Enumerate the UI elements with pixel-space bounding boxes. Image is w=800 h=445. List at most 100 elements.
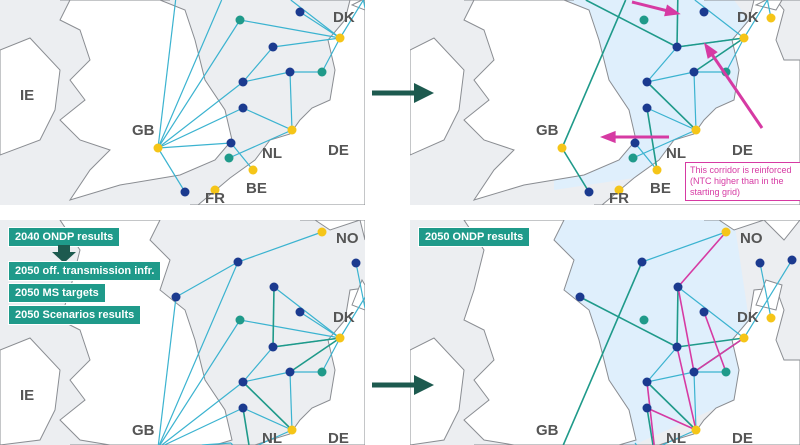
onshore-node — [317, 227, 327, 237]
hybrid-link-line — [676, 0, 679, 48]
hub-node — [755, 258, 765, 268]
interconnector-line — [242, 371, 291, 383]
interconnector-line — [694, 0, 745, 39]
hybrid-link-line — [242, 381, 293, 431]
interconnector-line — [646, 107, 697, 131]
next-step-arrow-bottom — [372, 375, 434, 395]
onshore-node — [210, 185, 220, 195]
country-label-be: BE — [246, 180, 267, 197]
interconnector-line — [646, 71, 695, 83]
hub-node — [642, 77, 652, 87]
teal-node — [639, 315, 649, 325]
onshore-node — [335, 33, 345, 43]
land-gb — [463, 220, 637, 445]
interconnector-line — [159, 319, 241, 445]
interconnector-line — [646, 346, 678, 383]
hub-node — [295, 307, 305, 317]
teal-node — [224, 153, 234, 163]
interconnector-line — [157, 142, 232, 149]
country-label-de: DE — [328, 430, 349, 445]
country-label-no: NO — [740, 230, 763, 247]
hybrid-link-line — [676, 37, 745, 48]
land-cont — [190, 287, 365, 445]
country-label-gb: GB — [132, 122, 155, 139]
hub-node — [285, 67, 295, 77]
hub-node — [689, 367, 699, 377]
interconnector-line — [299, 11, 341, 39]
onshore-node — [248, 165, 258, 175]
reinforced-corridor-line — [677, 286, 695, 373]
interconnector-line — [273, 286, 341, 339]
reinforcement-arrow — [631, 0, 673, 14]
hybrid-link-line — [693, 37, 745, 73]
arrowhead-icon — [600, 130, 616, 144]
interconnector-line — [362, 0, 365, 9]
hub-node — [637, 257, 647, 267]
interconnector-line — [242, 46, 274, 83]
interconnector-line — [677, 286, 745, 339]
onshore-node — [766, 313, 776, 323]
land-gb — [59, 0, 233, 201]
hybrid-link-line — [646, 107, 658, 171]
hub-node — [584, 187, 594, 197]
hybrid-link-line — [561, 147, 590, 193]
onshore-node — [739, 333, 749, 343]
hub-node — [269, 282, 279, 292]
hub-node — [238, 77, 248, 87]
onshore-node — [652, 165, 662, 175]
step-2050-ms-targets: 2050 MS targets — [8, 283, 106, 303]
hybrid-link-line — [579, 296, 678, 348]
hybrid-link-line — [562, 261, 643, 445]
land-ie — [0, 337, 61, 445]
onshore-node — [335, 333, 345, 343]
interconnector-line — [242, 71, 291, 83]
interconnector-line — [157, 19, 241, 149]
hybrid-link-line — [561, 0, 627, 149]
hybrid-link-line — [646, 407, 654, 445]
hub-node — [268, 42, 278, 52]
onshore-node — [287, 425, 297, 435]
interconnector-line — [289, 371, 293, 431]
hub-node — [787, 255, 797, 265]
hybrid-link-line — [242, 407, 250, 445]
interconnector-line — [321, 37, 341, 73]
arrowhead-icon — [664, 4, 681, 17]
onshore-node — [691, 125, 701, 135]
onshore-node — [739, 33, 749, 43]
country-label-dk: DK — [737, 9, 759, 26]
hub-node — [180, 187, 190, 197]
hub-node — [238, 377, 248, 387]
onshore-node — [721, 227, 731, 237]
country-label-fr: FR — [205, 190, 225, 205]
step-2050-offshore-transmission: 2050 off. transmission infr. — [8, 261, 162, 281]
land-cont — [594, 287, 800, 445]
interconnector-line — [725, 37, 745, 73]
interconnector-line — [157, 0, 223, 149]
next-step-arrow-top — [372, 83, 434, 103]
country-label-gb: GB — [132, 422, 155, 439]
hub-node — [642, 103, 652, 113]
interconnector-line — [161, 381, 244, 445]
hub-node — [295, 7, 305, 17]
interconnector-line — [743, 259, 793, 339]
hybrid-link-line — [646, 81, 697, 131]
interconnector-line — [693, 371, 697, 431]
country-label-de: DE — [732, 430, 753, 445]
reinforced-corridor-line — [646, 381, 655, 445]
interconnector-line — [641, 231, 727, 263]
onshore-node — [691, 425, 701, 435]
hybrid-link-line — [646, 381, 697, 431]
reinforced-corridor-line — [677, 231, 727, 288]
hub-node — [351, 258, 361, 268]
onshore-node — [153, 143, 163, 153]
hybrid-link-line — [289, 337, 341, 373]
hub-node — [630, 138, 640, 148]
hybrid-link-line — [585, 0, 678, 48]
country-label-nl: NL — [262, 145, 282, 162]
country-label-dk: DK — [333, 309, 355, 326]
interconnector-line — [157, 81, 244, 149]
land-ie — [0, 37, 61, 156]
teal-node — [317, 67, 327, 77]
